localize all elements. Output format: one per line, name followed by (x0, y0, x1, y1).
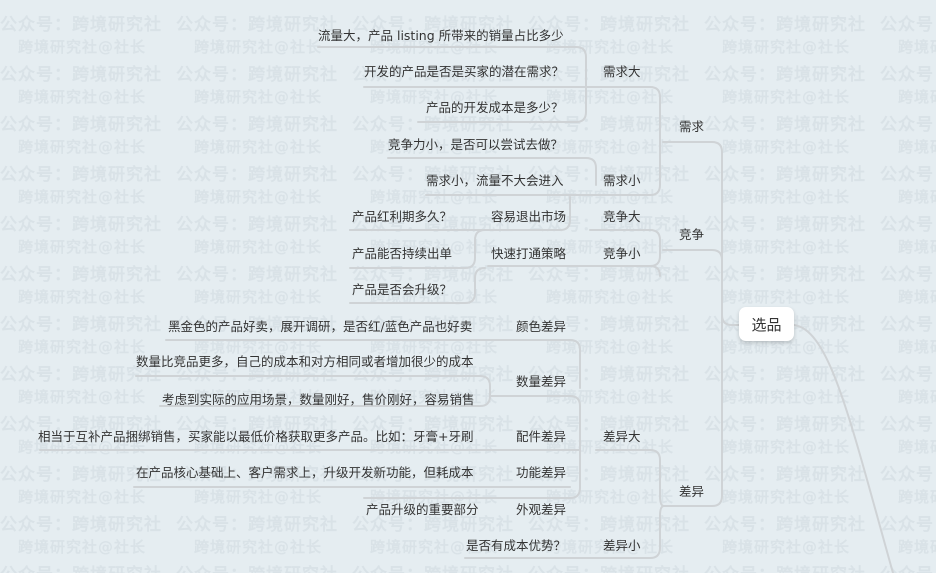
root-label: 选品 (751, 315, 782, 334)
appearance-diff-node[interactable]: 外观差异 (516, 502, 567, 517)
competition-low-node[interactable]: 竞争小 (603, 246, 641, 261)
demand-high-item-2[interactable]: 开发的产品是否是买家的潜在需求？ (364, 64, 565, 79)
competition-low-sub[interactable]: 快速打通策略 (491, 246, 567, 261)
difference-low-item-1[interactable]: 是否有成本优势？ (466, 538, 567, 553)
demand-high-node[interactable]: 需求大 (603, 64, 641, 79)
color-diff-node[interactable]: 颜色差异 (516, 319, 567, 334)
difference-node[interactable]: 差异 (679, 484, 705, 499)
competition-high-item-1[interactable]: 产品红利期多久？ (352, 209, 453, 224)
competition-low-item-1[interactable]: 产品能否持续出单 (352, 246, 453, 261)
color-diff-desc[interactable]: 黑金色的产品好卖，展开调研，是否红/蓝色产品也好卖 (168, 319, 473, 334)
competition-high-sub[interactable]: 容易退出市场 (491, 209, 567, 224)
appearance-diff-desc[interactable]: 产品升级的重要部分 (366, 502, 479, 517)
accessory-diff-desc[interactable]: 相当于互补产品捆绑销售，买家能以最低价格获取更多产品。比如：牙膏+牙刷 (38, 429, 474, 444)
quantity-diff-item-2[interactable]: 考虑到实际的应用场景，数量刚好，售价刚好，容易销售 (162, 392, 475, 407)
demand-low-item-2[interactable]: 需求小，流量不大会进入 (426, 173, 564, 188)
difference-low-node[interactable]: 差异小 (603, 538, 641, 553)
demand-high-item-1[interactable]: 流量大，产品 listing 所带来的销量占比多少 (318, 28, 564, 43)
function-diff-node[interactable]: 功能差异 (516, 465, 567, 480)
demand-low-node[interactable]: 需求小 (603, 173, 641, 188)
competition-low-item-2[interactable]: 产品是否会升级？ (352, 282, 453, 297)
root-node[interactable]: 选品 (739, 307, 794, 341)
function-diff-desc[interactable]: 在产品核心基础上、客户需求上，升级开发新功能，但耗成本 (136, 465, 474, 480)
demand-low-item-1[interactable]: 竞争力小，是否可以尝试去做？ (388, 137, 564, 152)
difference-high-node[interactable]: 差异大 (603, 429, 641, 444)
quantity-diff-item-1[interactable]: 数量比竞品更多，自己的成本和对方相同或者增加很少的成本 (136, 354, 474, 369)
quantity-diff-node[interactable]: 数量差异 (516, 374, 567, 389)
competition-node[interactable]: 竞争 (679, 227, 705, 242)
accessory-diff-node[interactable]: 配件差异 (516, 429, 567, 444)
demand-high-item-3[interactable]: 产品的开发成本是多少？ (426, 100, 564, 115)
competition-high-node[interactable]: 竞争大 (603, 209, 641, 224)
demand-node[interactable]: 需求 (679, 119, 705, 134)
